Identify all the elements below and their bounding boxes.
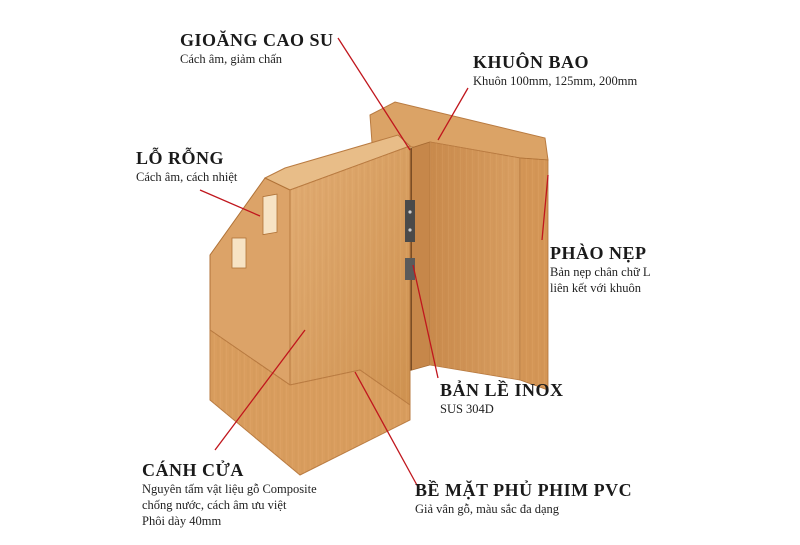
leader-hollow — [199, 189, 261, 217]
hinge-icon — [405, 200, 415, 280]
leader-surface — [354, 371, 419, 488]
door-leaf-profile — [209, 134, 411, 476]
callout-trim-desc: Bản nẹp chân chữ L liên kết với khuôn — [550, 264, 651, 296]
callout-hinge-desc-line: SUS 304D — [440, 402, 494, 416]
leader-trim — [541, 174, 549, 241]
callout-gasket-desc-line: Cách âm, giảm chấn — [180, 52, 283, 66]
callout-trim: PHÀO NẸP Bản nẹp chân chữ L liên kết với… — [550, 243, 651, 296]
callout-hollow-desc: Cách âm, cách nhiệt — [136, 169, 237, 185]
callout-surface-desc-line: Giả vân gỗ, màu sắc đa dạng — [415, 502, 560, 516]
callout-gasket-desc: Cách âm, giảm chấn — [180, 51, 334, 67]
leader-leaf — [214, 329, 306, 451]
callout-leaf-desc: Nguyên tấm vật liệu gỗ Composite chống n… — [142, 481, 317, 529]
callout-leaf-desc-line: Phôi dày 40mm — [142, 514, 222, 528]
callout-hinge-title: BẢN LỀ INOX — [440, 380, 564, 400]
callout-gasket-title: GIOĂNG CAO SU — [180, 30, 334, 50]
callout-frame-desc: Khuôn 100mm, 125mm, 200mm — [473, 73, 637, 89]
callout-leaf-desc-line: Nguyên tấm vật liệu gỗ Composite — [142, 482, 317, 496]
callout-frame-title: KHUÔN BAO — [473, 52, 590, 72]
callout-hollow-title: LỖ RỖNG — [136, 148, 225, 168]
callout-frame: KHUÔN BAO Khuôn 100mm, 125mm, 200mm — [473, 52, 637, 89]
callout-leaf-title: CÁNH CỬA — [142, 460, 244, 480]
callout-surface-desc: Giả vân gỗ, màu sắc đa dạng — [415, 501, 632, 517]
door-frame-profile — [369, 101, 549, 391]
leader-frame — [437, 87, 469, 141]
callout-gasket: GIOĂNG CAO SU Cách âm, giảm chấn — [180, 30, 334, 67]
callout-surface-title: BỀ MẶT PHỦ PHIM PVC — [415, 480, 633, 500]
callout-leader-lines — [199, 37, 549, 488]
leader-gasket — [337, 37, 411, 151]
callout-hollow: LỖ RỖNG Cách âm, cách nhiệt — [136, 148, 237, 185]
callout-hollow-desc-line: Cách âm, cách nhiệt — [136, 170, 238, 184]
leader-hinge — [412, 264, 439, 379]
callout-leaf: CÁNH CỬA Nguyên tấm vật liệu gỗ Composit… — [142, 460, 317, 529]
callout-trim-desc-line: Bản nẹp chân chữ L — [550, 265, 651, 279]
callout-surface: BỀ MẶT PHỦ PHIM PVC Giả vân gỗ, màu sắc … — [415, 480, 632, 517]
callout-hinge-desc: SUS 304D — [440, 401, 564, 417]
callout-leaf-desc-line: chống nước, cách âm ưu việt — [142, 498, 287, 512]
callout-trim-title: PHÀO NẸP — [550, 243, 647, 263]
callout-hinge: BẢN LỀ INOX SUS 304D — [440, 380, 564, 417]
callout-trim-desc-line: liên kết với khuôn — [550, 281, 641, 295]
callout-frame-desc-line: Khuôn 100mm, 125mm, 200mm — [473, 74, 638, 88]
